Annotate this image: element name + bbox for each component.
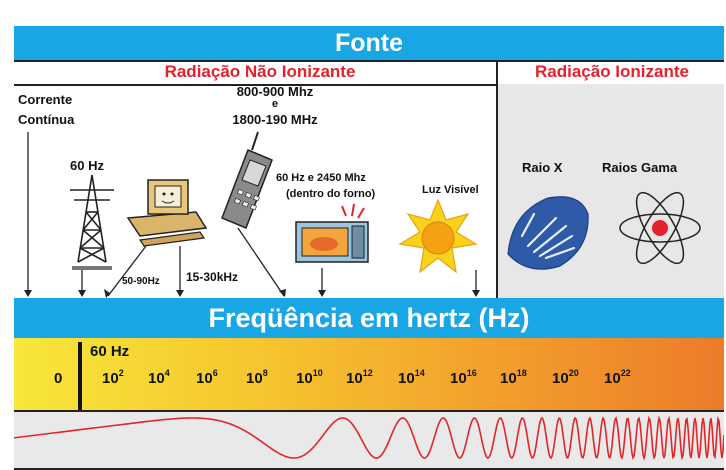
scale-tick-11: 1022 — [604, 368, 631, 387]
scale-tick-7: 1014 — [398, 368, 425, 387]
source-arrows — [24, 132, 480, 298]
region-divider — [496, 60, 498, 298]
scale-tick-5: 1010 — [296, 368, 323, 387]
dc-label-line1: Corrente — [18, 92, 73, 107]
wave-line — [14, 415, 724, 461]
dc-label-line2: Contínua — [18, 112, 75, 127]
scale-tick-8: 1016 — [450, 368, 477, 387]
powerline-label: 60 Hz — [70, 158, 104, 173]
wave-panel — [14, 410, 724, 470]
cellphone-label-line2: e — [271, 98, 279, 110]
power-tower-icon — [70, 174, 114, 270]
scale-tick-4: 108 — [246, 368, 268, 387]
scale-tick-6: 1012 — [346, 368, 373, 387]
scale-tick-10: 1020 — [552, 368, 579, 387]
microwave-label-line2: (dentro do forno) — [286, 188, 376, 200]
frequency-title: Freqüência em hertz (Hz) — [14, 298, 724, 338]
microwave-icon — [295, 203, 369, 263]
cellphone-label-line3: 1800-190 MHz — [232, 112, 318, 127]
scale-tick-3: 106 — [196, 368, 218, 387]
scale-tick-2: 104 — [148, 368, 170, 387]
atom-icon — [619, 191, 701, 265]
computer-low-label: 50-90Hz — [122, 276, 160, 287]
illustrations-layer — [24, 131, 701, 298]
xray-hand-icon — [507, 196, 589, 270]
computer-icon — [126, 179, 208, 247]
scale-tick-0: 0 — [54, 370, 63, 387]
scale-marker-bar — [78, 342, 82, 410]
sun-icon — [398, 198, 478, 274]
frequency-scale — [14, 338, 724, 410]
computer-high-label: 15-30kHz — [186, 270, 239, 284]
scale-tick-9: 1018 — [500, 368, 527, 387]
visible-light-label: Luz Visível — [422, 184, 479, 196]
scale-marker-label: 60 Hz — [90, 343, 130, 360]
xray-label: Raio X — [522, 160, 563, 175]
non-ionizing-label: Radiação Não Ionizante — [164, 62, 356, 81]
ionizing-label: Radiação Ionizante — [535, 62, 689, 81]
source-title: Fonte — [14, 26, 724, 60]
wave-graphic — [14, 415, 724, 461]
scale-tick-1: 102 — [102, 368, 124, 387]
microwave-label-line1: 60 Hz e 2450 Mhz — [276, 172, 366, 184]
category-header-row — [14, 60, 724, 86]
cellphone-label-line1: 800-900 Mhz — [236, 84, 314, 99]
cellphone-icon — [221, 131, 273, 229]
gamma-label: Raios Gama — [602, 160, 678, 175]
